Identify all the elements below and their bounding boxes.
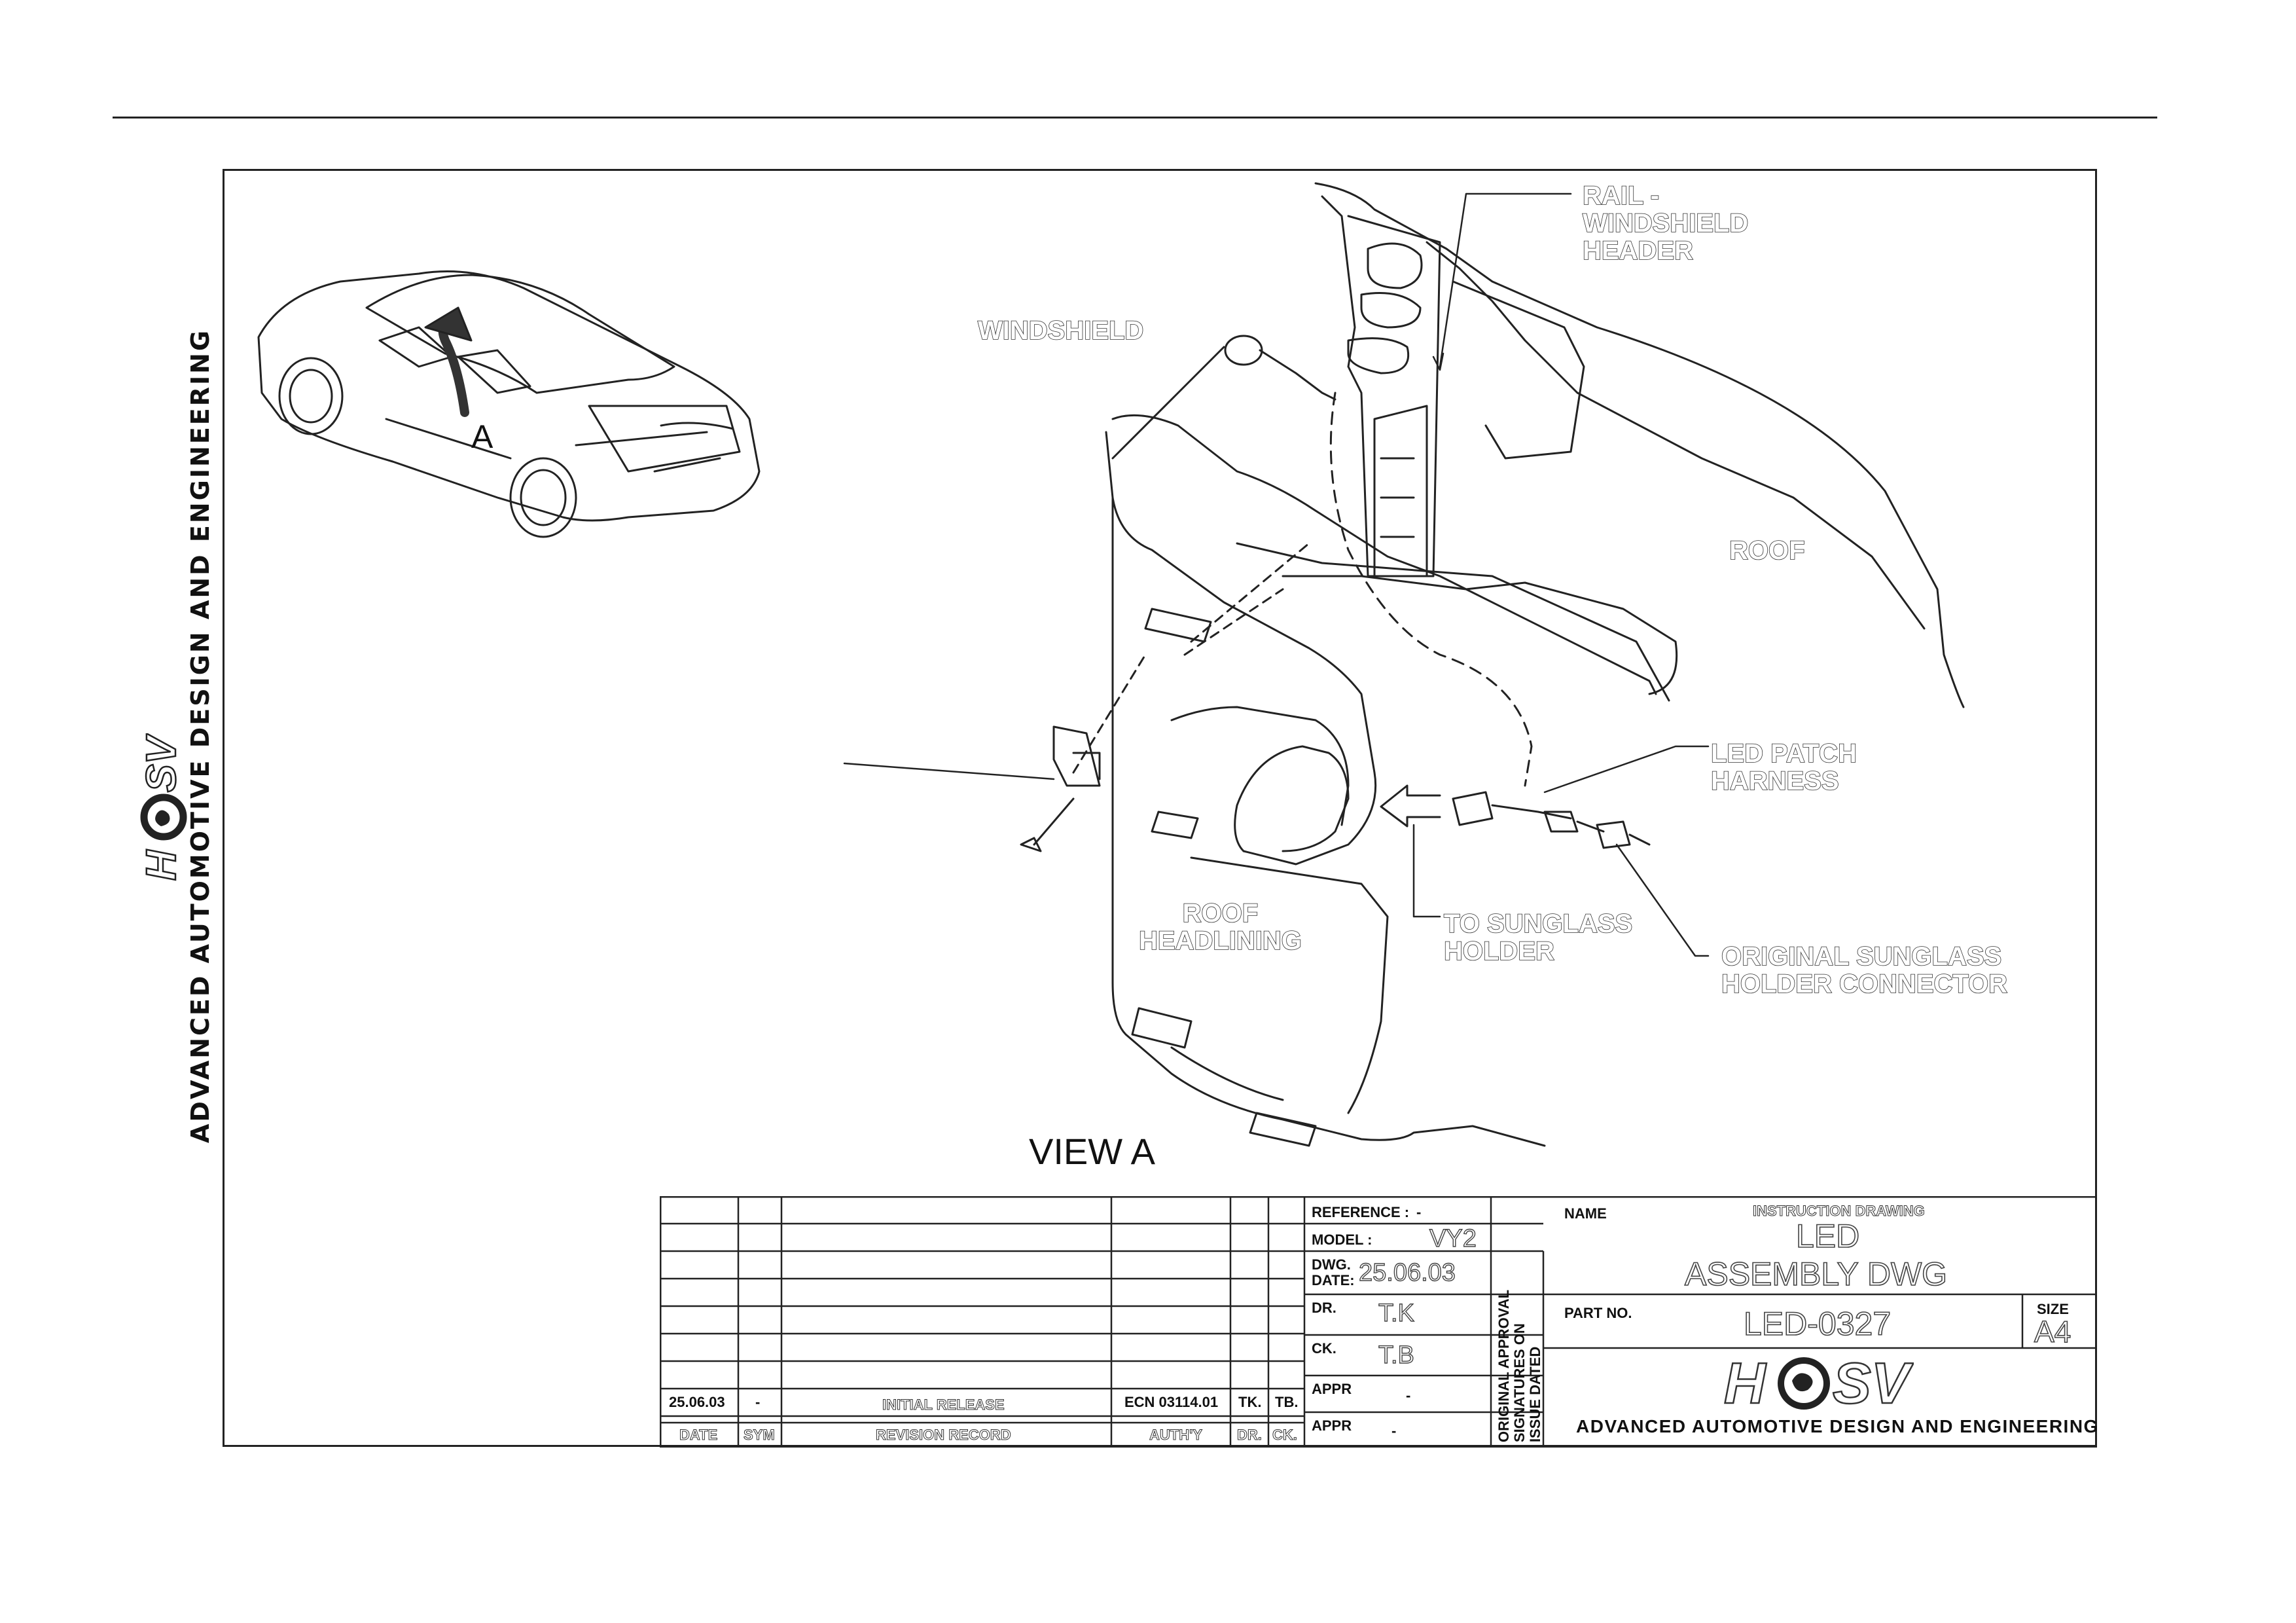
roof-headlining-shape bbox=[1105, 414, 1678, 1147]
svg-text:SV: SV bbox=[137, 733, 185, 792]
dr-value: T.K bbox=[1378, 1299, 1414, 1327]
sunglass-leader bbox=[1412, 824, 1441, 918]
part-no-label: PART NO. bbox=[1564, 1305, 1632, 1321]
connector-leader bbox=[1615, 843, 1710, 957]
ck-value: T.B bbox=[1378, 1341, 1414, 1369]
model-value: VY2 bbox=[1429, 1224, 1477, 1252]
name-label: NAME bbox=[1564, 1205, 1607, 1222]
direction-arrow bbox=[1380, 784, 1441, 828]
approval-note: ORIGINAL APPROVAL SIGNATURES ON ISSUE DA… bbox=[1496, 1289, 1543, 1442]
svg-text:H: H bbox=[137, 849, 185, 881]
svg-text:SV: SV bbox=[1833, 1352, 1914, 1415]
label-to-sunglass-holder: TO SUNGLASS HOLDER bbox=[1443, 909, 1633, 966]
rev-record: INITIAL RELEASE bbox=[882, 1396, 1005, 1413]
hsv-logo-vertical: H SV bbox=[137, 733, 187, 881]
rail-leader bbox=[1439, 192, 1572, 368]
drawing-type: INSTRUCTION DRAWING bbox=[1753, 1203, 1926, 1220]
appr2-label: APPR bbox=[1312, 1417, 1352, 1434]
hdr-revision-record: REVISION RECORD bbox=[876, 1427, 1012, 1444]
rev-dr: TK. bbox=[1238, 1394, 1262, 1410]
top-rule bbox=[113, 117, 2157, 119]
hsv-logo: H SV bbox=[1723, 1352, 1914, 1415]
rear-view-mirror bbox=[1111, 335, 1336, 460]
dr-label: DR. bbox=[1312, 1300, 1336, 1316]
name-line-1: LED bbox=[1795, 1217, 1860, 1255]
led-patch-harness bbox=[1452, 791, 1651, 849]
size-label: SIZE bbox=[2037, 1301, 2069, 1317]
label-led-patch-harness: LED PATCH HARNESS bbox=[1710, 739, 1857, 795]
label-roof: ROOF bbox=[1729, 536, 1805, 565]
dwg-date-value: 25.06.03 bbox=[1358, 1258, 1456, 1286]
rev-sym: - bbox=[755, 1394, 761, 1410]
ck-label: CK. bbox=[1312, 1340, 1336, 1357]
label-rail-windshield-header: RAIL - WINDSHIELD HEADER bbox=[1582, 181, 1749, 265]
svg-text:H: H bbox=[1724, 1352, 1767, 1415]
title-block: 25.06.03 - INITIAL RELEASE ECN 03114.01 … bbox=[660, 1196, 2099, 1448]
name-line-2: ASSEMBLY DWG bbox=[1684, 1255, 1948, 1293]
rev-date: 25.06.03 bbox=[669, 1394, 725, 1410]
appr1-value: - bbox=[1406, 1387, 1411, 1404]
appr2-value: - bbox=[1391, 1423, 1397, 1439]
model-label: MODEL : bbox=[1312, 1231, 1372, 1248]
part-no-value: LED-0327 bbox=[1743, 1305, 1892, 1343]
rev-ck: TB. bbox=[1275, 1394, 1299, 1410]
hdr-ck: CK. bbox=[1272, 1427, 1298, 1444]
label-original-sunglass-holder-connector: ORIGINAL SUNGLASS HOLDER CONNECTOR bbox=[1721, 942, 2008, 998]
company-tagline: ADVANCED AUTOMOTIVE DESIGN AND ENGINEERI… bbox=[1576, 1416, 2099, 1436]
windshield-header-rail bbox=[1236, 182, 1965, 708]
hdr-date: DATE bbox=[679, 1427, 718, 1444]
hdr-dr: DR. bbox=[1237, 1427, 1263, 1444]
dwg-date-label-1: DWG. bbox=[1312, 1256, 1351, 1273]
view-a-title: VIEW A bbox=[1029, 1131, 1155, 1172]
appr1-label: APPR bbox=[1312, 1381, 1352, 1397]
bracket-leader bbox=[843, 762, 1055, 780]
dwg-date-label-2: DATE: bbox=[1312, 1272, 1355, 1288]
view-marker-a: A bbox=[471, 418, 493, 455]
hdr-sym: SYM bbox=[744, 1427, 776, 1444]
reference-value: - bbox=[1416, 1204, 1422, 1220]
label-windshield: WINDSHIELD bbox=[977, 316, 1144, 345]
size-value: A4 bbox=[2034, 1314, 2072, 1349]
rev-auth: ECN 03114.01 bbox=[1124, 1394, 1219, 1410]
hdr-auth: AUTH'Y bbox=[1149, 1427, 1203, 1444]
label-roof-headlining: ROOF HEADLINING bbox=[1138, 899, 1302, 955]
harness-leader bbox=[1543, 745, 1710, 793]
car-illustration bbox=[257, 270, 761, 538]
sunglass-bracket bbox=[1020, 725, 1101, 852]
title-block-grid bbox=[660, 1196, 2097, 1448]
reference-label: REFERENCE : bbox=[1312, 1204, 1410, 1220]
